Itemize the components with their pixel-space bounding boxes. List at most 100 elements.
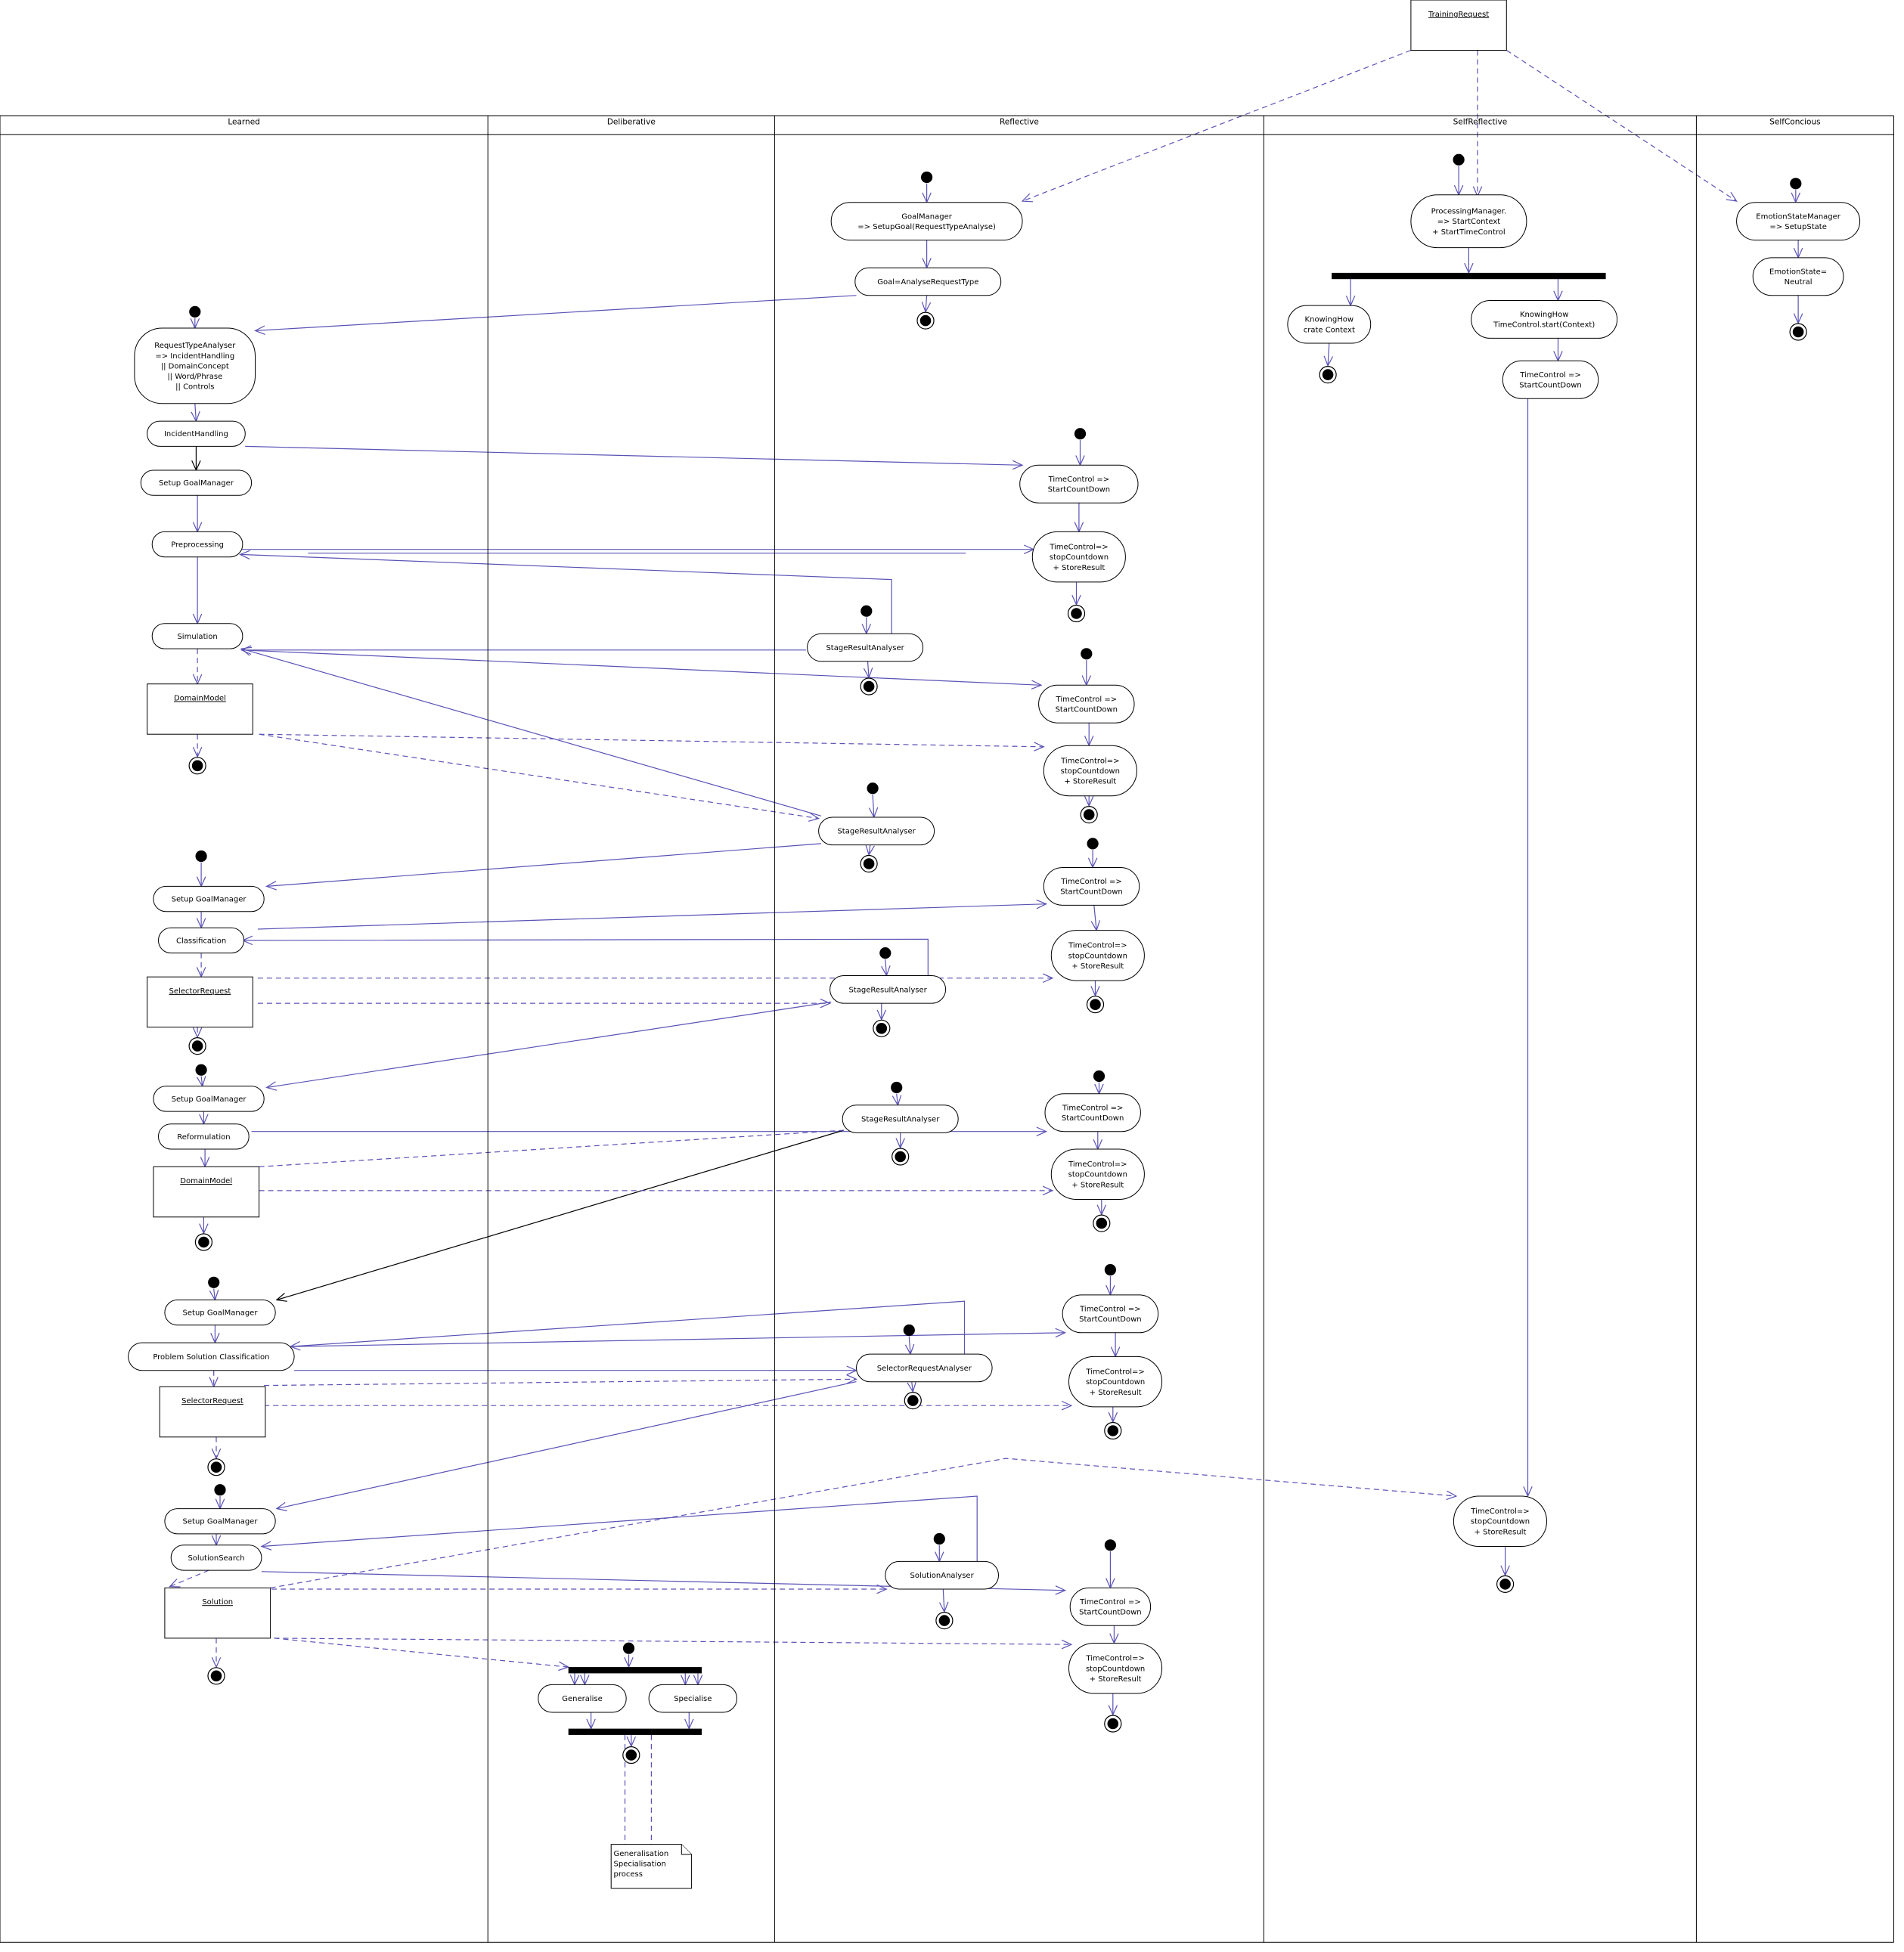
activity-emotion-state-neutral[interactable]: EmotionState=Neutral (1752, 257, 1844, 296)
flow-edge (255, 295, 857, 331)
object-domain-model-1[interactable]: DomainModel (147, 683, 253, 735)
activity-tc-stop-3[interactable]: TimeControl=>stopCountdown+ StoreResult (1050, 930, 1145, 981)
arrowhead (808, 812, 820, 822)
activity-tc-stop-4[interactable]: TimeControl=>stopCountdown+ StoreResult (1050, 1148, 1145, 1200)
object-solution[interactable]: Solution (164, 1587, 271, 1639)
activity-reformulation[interactable]: Reformulation (158, 1123, 250, 1150)
activity-shape (1502, 360, 1599, 399)
activity-label: EmotionStateManager=> SetupState (1756, 212, 1841, 231)
activity-sr-start-countdown[interactable]: TimeControl =>StartCountDown (1502, 360, 1599, 399)
activity-label: IncidentHandling (164, 430, 228, 438)
activity-label: StageResultAnalyser (826, 644, 904, 652)
activity-shape (830, 202, 1023, 241)
arrowhead (1108, 1705, 1118, 1716)
activity-label: StageResultAnalyser (861, 1116, 940, 1124)
activity-tc-stop-6[interactable]: TimeControl=>stopCountdown+ StoreResult (1068, 1643, 1163, 1694)
activity-generalise[interactable]: Generalise (538, 1684, 627, 1713)
dependency-edge (274, 1638, 569, 1668)
arrowhead (1012, 460, 1024, 470)
activity-tc-start-4[interactable]: TimeControl =>StartCountDown (1044, 1093, 1141, 1132)
activity-shape (158, 927, 245, 954)
flow-edge (908, 1336, 911, 1355)
object-selector-request-1[interactable]: SelectorRequest (147, 976, 253, 1028)
activity-solution-analyser[interactable]: SolutionAnalyser (885, 1560, 1000, 1590)
flow-edge (276, 1381, 857, 1510)
activity-tc-stop-5[interactable]: TimeControl=>stopCountdown+ StoreResult (1068, 1356, 1163, 1408)
nodes-layer: GoalManager=> SetupGoal(RequestTypeAnaly… (128, 0, 1861, 1889)
flow-edge (242, 938, 929, 978)
final-node (1104, 1715, 1122, 1733)
initial-node (208, 1276, 220, 1288)
activity-setup-goal-manager-3[interactable]: Setup GoalManager (153, 1086, 265, 1112)
activity-sr-stop-countdown[interactable]: TimeControl=>stopCountdown+ StoreResult (1453, 1495, 1548, 1547)
activity-tc-start-2[interactable]: TimeControl =>StartCountDown (1038, 684, 1135, 723)
activity-incident-handling[interactable]: IncidentHandling (147, 420, 246, 447)
dependency-edge (264, 1378, 857, 1387)
activity-shape (1043, 867, 1140, 906)
activity-label: TimeControl =>StartCountDown (1079, 1306, 1142, 1325)
activity-shape (807, 633, 924, 662)
object-domain-model-2[interactable]: DomainModel (153, 1166, 260, 1218)
fork-join-bar (568, 1667, 702, 1674)
activity-label: EmotionState=Neutral (1769, 268, 1827, 287)
arrowhead (240, 646, 253, 656)
object-label: DomainModel (180, 1177, 232, 1185)
object-selector-request-2[interactable]: SelectorRequest (159, 1386, 266, 1438)
arrowhead (1523, 1486, 1533, 1498)
activity-preprocessing[interactable]: Preprocessing (151, 531, 243, 558)
activity-shape (1410, 194, 1527, 249)
arrowhead (260, 1541, 272, 1551)
object-training-request[interactable]: TrainingRequest (1410, 0, 1507, 51)
object-label: Solution (202, 1598, 233, 1607)
activity-goal-analyse-request-type[interactable]: Goal=AnalyseRequestType (854, 267, 1002, 296)
activity-shape (151, 531, 243, 558)
activity-problem-solution-classification[interactable]: Problem Solution Classification (128, 1342, 295, 1371)
activity-shape (1736, 202, 1861, 241)
activity-shape (1038, 684, 1135, 723)
activity-goal-manager-setup[interactable]: GoalManager=> SetupGoal(RequestTypeAnaly… (830, 202, 1023, 241)
activity-tc-start-3[interactable]: TimeControl =>StartCountDown (1043, 867, 1140, 906)
final-node (1496, 1575, 1515, 1593)
activity-tc-start-1[interactable]: TimeControl =>StartCountDown (1019, 464, 1139, 503)
activity-solution-search[interactable]: SolutionSearch (170, 1545, 262, 1571)
activity-request-type-analyser[interactable]: RequestTypeAnalyser=> IncidentHandling||… (134, 327, 256, 404)
activity-tc-start-6[interactable]: TimeControl =>StartCountDown (1069, 1587, 1152, 1626)
activity-specialise[interactable]: Specialise (648, 1684, 737, 1713)
activity-setup-goal-manager-4[interactable]: Setup GoalManager (164, 1300, 276, 1326)
activity-shape (1453, 1495, 1548, 1547)
arrowhead (921, 301, 932, 313)
activity-shape (1050, 1148, 1145, 1200)
activity-simulation[interactable]: Simulation (151, 623, 243, 649)
activity-processing-manager[interactable]: ProcessingManager.=> StartContext+ Start… (1410, 194, 1527, 249)
initial-node (195, 850, 207, 863)
activity-setup-goal-manager-2[interactable]: Setup GoalManager (153, 885, 265, 912)
activity-emotion-state-manager[interactable]: EmotionStateManager=> SetupState (1736, 202, 1861, 241)
final-node (1086, 996, 1105, 1014)
arrowhead (1031, 680, 1043, 689)
activity-stage-result-analyser-3[interactable]: StageResultAnalyser (830, 975, 947, 1004)
final-node (860, 677, 878, 696)
final-node (1067, 604, 1086, 623)
activity-stage-result-analyser-2[interactable]: StageResultAnalyser (818, 816, 935, 846)
activity-label: Setup GoalManager (183, 1518, 259, 1526)
initial-node (1104, 1264, 1116, 1276)
note-shape (610, 1844, 693, 1889)
flow-edge (240, 553, 892, 634)
activity-setup-goal-manager-5[interactable]: Setup GoalManager (164, 1508, 276, 1535)
activity-shape (153, 885, 265, 912)
activity-label: StageResultAnalyser (837, 828, 916, 836)
activity-stage-result-analyser-4[interactable]: StageResultAnalyser (842, 1105, 959, 1133)
activity-classification[interactable]: Classification (158, 927, 245, 954)
activity-tc-start-5[interactable]: TimeControl =>StartCountDown (1062, 1294, 1159, 1334)
lane-title: Deliberative (607, 118, 656, 127)
activity-stage-result-analyser-1[interactable]: StageResultAnalyser (807, 633, 924, 662)
activity-selector-request-analyser[interactable]: SelectorRequestAnalyser (856, 1353, 993, 1383)
activity-tc-stop-2[interactable]: TimeControl=>stopCountdown+ StoreResult (1043, 745, 1137, 797)
activity-setup-goal-manager-1[interactable]: Setup GoalManager (140, 469, 253, 496)
activity-label: Generalise (562, 1695, 603, 1703)
flow-edge (293, 1332, 1065, 1347)
activity-tc-stop-1[interactable]: TimeControl=>stopCountdown+ StoreResult (1031, 531, 1126, 583)
activity-shape (1068, 1643, 1163, 1694)
